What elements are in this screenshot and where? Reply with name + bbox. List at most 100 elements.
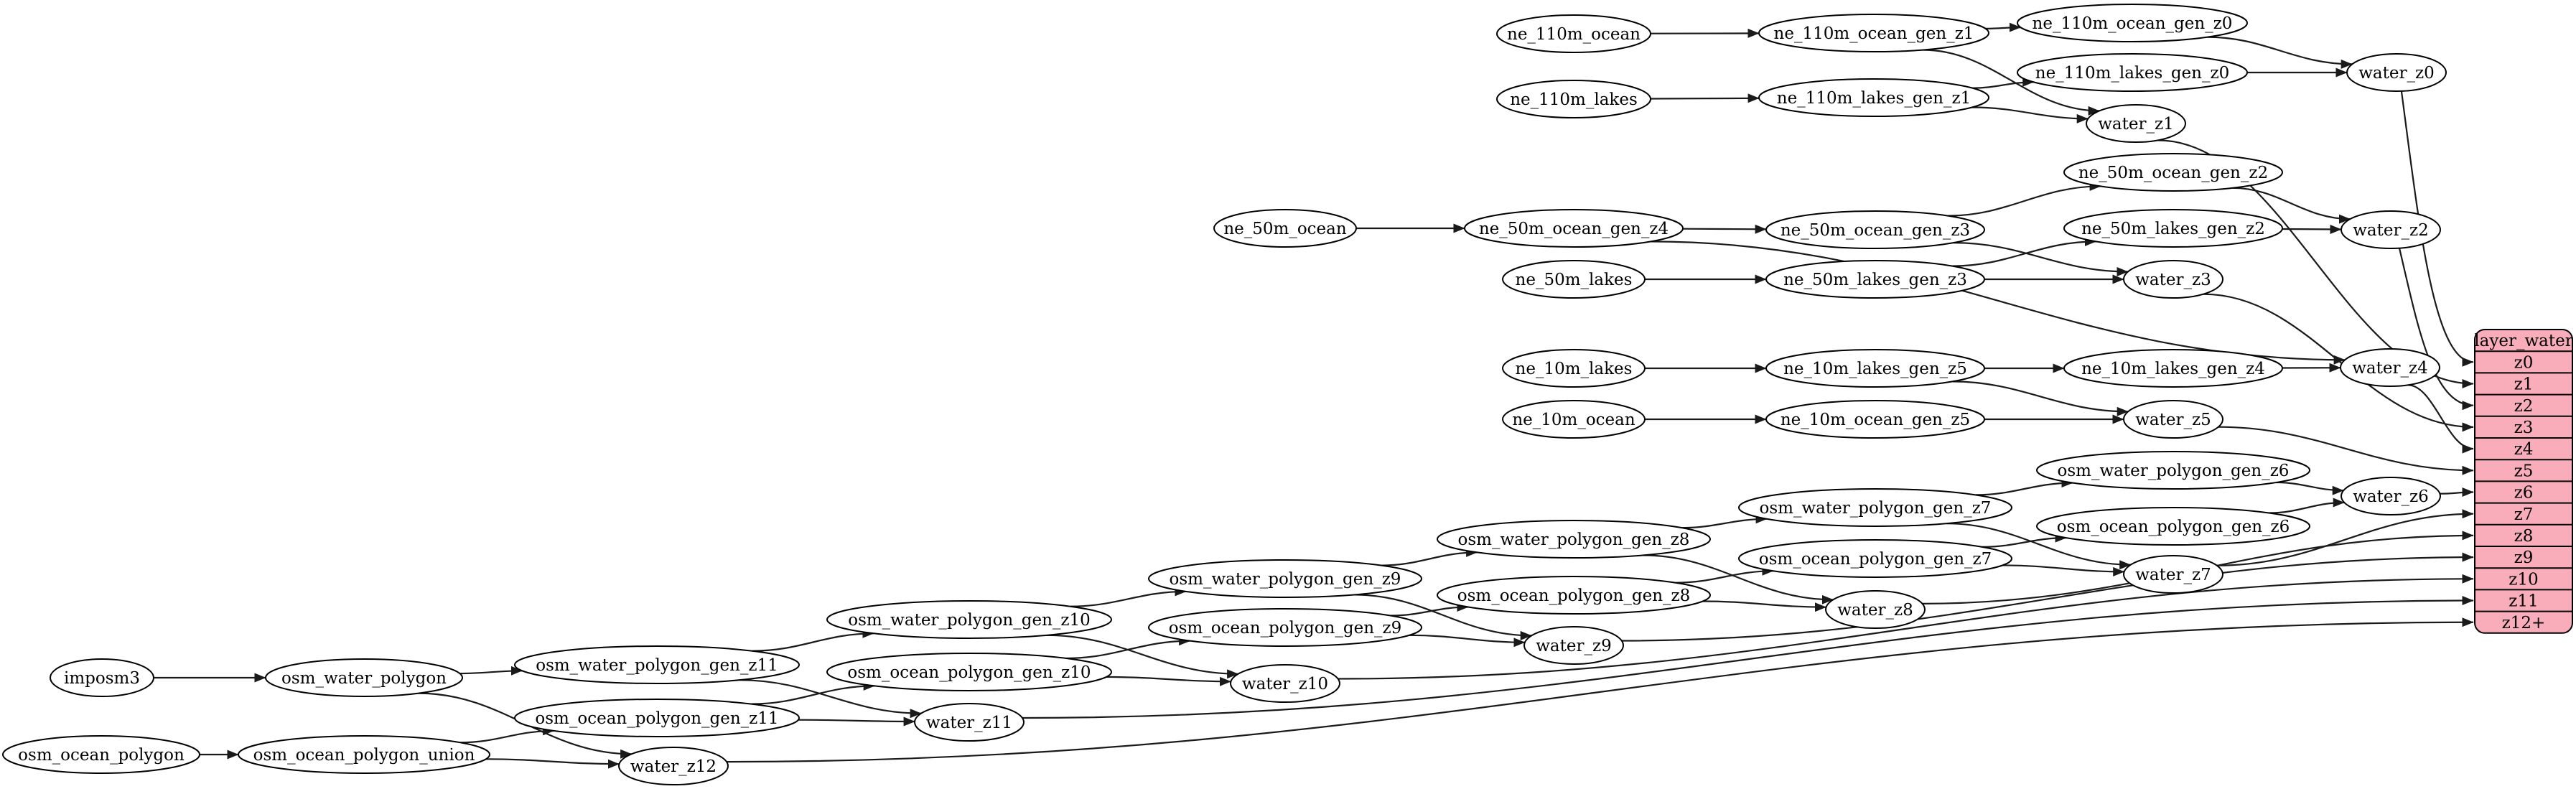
node-label: ne_110m_ocean bbox=[1507, 25, 1641, 44]
node-osm_ocean_polygon_union: osm_ocean_polygon_union bbox=[238, 735, 490, 774]
node-osm_water_polygon_gen_z11: osm_water_polygon_gen_z11 bbox=[514, 645, 800, 684]
node-label: osm_water_polygon_gen_z8 bbox=[1458, 531, 1690, 549]
node-water_z3: water_z3 bbox=[2123, 260, 2223, 299]
node-label: water_z6 bbox=[2353, 487, 2429, 506]
node-ellipse bbox=[2017, 53, 2248, 92]
node-label: water_z8 bbox=[1837, 601, 1913, 620]
table-row-z1: z1 bbox=[2514, 375, 2534, 394]
edge-osm_ocean_polygon_gen_z7-to-water_z7 bbox=[2002, 564, 2125, 576]
node-ellipse bbox=[1523, 626, 1624, 665]
node-osm_water_polygon_gen_z8: osm_water_polygon_gen_z8 bbox=[1437, 520, 1711, 559]
edge-ne_50m_ocean_gen_z3-to-water_z3 bbox=[1953, 242, 2129, 276]
node-ne_110m_ocean_gen_z0: ne_110m_ocean_gen_z0 bbox=[2017, 4, 2248, 42]
table-row-z3: z3 bbox=[2514, 419, 2534, 437]
node-water_z1: water_z1 bbox=[2086, 104, 2186, 143]
node-ne_10m_ocean_gen_z5: ne_10m_ocean_gen_z5 bbox=[1765, 400, 1985, 439]
edge-osm_ocean_polygon_gen_z7-to-osm_ocean_polygon_gen_z6 bbox=[1982, 533, 2067, 548]
node-ellipse bbox=[914, 703, 1025, 742]
node-label: ne_110m_lakes_gen_z0 bbox=[2035, 64, 2229, 83]
edge-osm_ocean_polygon_union-to-osm_ocean_polygon_gen_z11 bbox=[459, 726, 555, 744]
node-water_z2: water_z2 bbox=[2341, 210, 2441, 249]
node-ne_50m_lakes_gen_z2: ne_50m_lakes_gen_z2 bbox=[2063, 209, 2283, 248]
node-water_z7: water_z7 bbox=[2123, 555, 2223, 594]
node-label: ne_10m_lakes bbox=[1516, 360, 1633, 378]
table-row-z0: z0 bbox=[2514, 353, 2534, 372]
node-ellipse bbox=[1825, 590, 1926, 629]
edge-osm_ocean_polygon_gen_z10-to-water_z10 bbox=[1106, 676, 1231, 686]
node-ellipse bbox=[2340, 348, 2440, 387]
node-ellipse bbox=[1765, 210, 1985, 249]
node-label: ne_10m_ocean_gen_z5 bbox=[1781, 411, 1970, 429]
edge-osm_ocean_polygon_gen_z10-to-osm_ocean_polygon_gen_z9 bbox=[1065, 636, 1191, 660]
node-osm_ocean_polygon_gen_z11: osm_ocean_polygon_gen_z11 bbox=[514, 699, 800, 737]
node-label: ne_110m_lakes_gen_z1 bbox=[1777, 89, 1971, 108]
edge-osm_water_polygon_gen_z8-to-water_z8 bbox=[1643, 554, 1834, 604]
edge-osm_ocean_polygon_gen_z11-to-osm_ocean_polygon_gen_z10 bbox=[751, 681, 875, 705]
node-label: osm_ocean_polygon_gen_z8 bbox=[1457, 587, 1691, 605]
edge-osm_water_polygon-to-osm_water_polygon_gen_z11 bbox=[459, 666, 523, 676]
node-ne_110m_lakes: ne_110m_lakes bbox=[1496, 80, 1651, 118]
node-osm_water_polygon_gen_z10: osm_water_polygon_gen_z10 bbox=[826, 600, 1112, 639]
node-water_z10: water_z10 bbox=[1230, 664, 1340, 703]
node-ellipse bbox=[618, 747, 729, 785]
edge-osm_ocean_polygon_union-to-water_z12 bbox=[485, 758, 620, 769]
node-ellipse bbox=[514, 699, 800, 737]
node-label: osm_ocean_polygon_gen_z6 bbox=[2057, 518, 2290, 536]
node-osm_ocean_polygon_gen_z10: osm_ocean_polygon_gen_z10 bbox=[826, 653, 1112, 691]
node-osm_ocean_polygon_gen_z6: osm_ocean_polygon_gen_z6 bbox=[2036, 507, 2310, 546]
edge-ne_110m_ocean_gen_z1-to-water_z1 bbox=[1923, 49, 2100, 116]
node-label: water_z10 bbox=[1242, 675, 1328, 694]
node-label: ne_50m_lakes_gen_z3 bbox=[1783, 271, 1967, 289]
node-water_z0: water_z0 bbox=[2346, 53, 2447, 92]
edge-ne_50m_ocean_gen_z4-to-ne_50m_ocean_gen_z3 bbox=[1682, 224, 1767, 234]
edge-ne_50m_ocean_gen_z4-to-water_z4 bbox=[1651, 241, 2346, 365]
node-ne_110m_lakes_gen_z0: ne_110m_lakes_gen_z0 bbox=[2017, 53, 2248, 92]
edge-water_z10-to-z10 bbox=[1338, 574, 2474, 680]
edge-osm_water_polygon_gen_z7-to-osm_water_polygon_gen_z6 bbox=[1976, 478, 2073, 496]
node-label: osm_ocean_polygon_gen_z7 bbox=[1759, 550, 1992, 569]
edge-water_z5-to-z5 bbox=[2218, 426, 2474, 475]
node-label: osm_water_polygon_gen_z10 bbox=[848, 611, 1091, 630]
node-ellipse bbox=[1437, 520, 1711, 559]
node-ne_50m_ocean_gen_z3: ne_50m_ocean_gen_z3 bbox=[1765, 210, 1985, 249]
node-ne_10m_lakes_gen_z5: ne_10m_lakes_gen_z5 bbox=[1765, 349, 1985, 388]
edge-osm_water_polygon_gen_z11-to-osm_water_polygon_gen_z10 bbox=[752, 628, 874, 652]
edge-ne_110m_ocean_gen_z1-to-ne_110m_ocean_gen_z0 bbox=[1985, 22, 2021, 32]
edge-osm_water_polygon_gen_z10-to-water_z10 bbox=[1046, 634, 1239, 679]
node-ne_10m_lakes: ne_10m_lakes bbox=[1502, 349, 1646, 388]
node-label: osm_ocean_polygon_union bbox=[253, 746, 475, 765]
node-osm_ocean_polygon_gen_z9: osm_ocean_polygon_gen_z9 bbox=[1148, 608, 1422, 647]
node-osm_ocean_polygon: osm_ocean_polygon bbox=[2, 735, 200, 774]
table-row-z12+: z12+ bbox=[2502, 614, 2546, 632]
node-label: osm_water_polygon_gen_z11 bbox=[536, 656, 778, 675]
node-osm_water_polygon_gen_z9: osm_water_polygon_gen_z9 bbox=[1148, 559, 1422, 598]
edge-ne_110m_lakes_gen_z1-to-water_z1 bbox=[1971, 106, 2089, 123]
edge-ne_50m_ocean_gen_z3-to-ne_50m_ocean_gen_z2 bbox=[1947, 181, 2101, 217]
node-ellipse bbox=[2341, 477, 2441, 515]
node-ellipse bbox=[2341, 210, 2441, 249]
edge-osm_ocean_polygon_gen_z8-to-osm_ocean_polygon_gen_z7 bbox=[1676, 566, 1774, 584]
node-ne_10m_ocean: ne_10m_ocean bbox=[1502, 400, 1646, 439]
edge-ne_50m_lakes_gen_z2-to-water_z2 bbox=[2282, 224, 2342, 234]
edge-osm_ocean_polygon_gen_z6-to-water_z6 bbox=[2269, 498, 2345, 514]
node-water_z5: water_z5 bbox=[2123, 400, 2223, 439]
edge-ne_10m_lakes_gen_z5-to-water_z5 bbox=[1952, 381, 2129, 416]
node-osm_water_polygon_gen_z7: osm_water_polygon_gen_z7 bbox=[1738, 488, 2012, 527]
node-label: ne_50m_lakes bbox=[1516, 271, 1633, 289]
node-label: water_z3 bbox=[2135, 271, 2211, 289]
node-ellipse bbox=[1765, 400, 1985, 439]
node-ellipse bbox=[1213, 209, 1357, 248]
edge-osm_ocean_polygon_gen_z9-to-water_z9 bbox=[1409, 634, 1526, 648]
table-row-z4: z4 bbox=[2514, 440, 2534, 459]
table-row-z6: z6 bbox=[2514, 484, 2534, 503]
edge-osm_water_polygon_gen_z11-to-water_z11 bbox=[739, 679, 922, 719]
node-label: ne_110m_lakes bbox=[1510, 90, 1638, 109]
node-label: osm_water_polygon bbox=[281, 669, 447, 688]
table-row-z7: z7 bbox=[2514, 505, 2534, 524]
edge-ne_50m_ocean_gen_z2-to-water_z2 bbox=[2232, 187, 2351, 224]
edge-water_z4-to-z4 bbox=[2407, 384, 2474, 454]
node-ellipse bbox=[1437, 576, 1711, 615]
node-ellipse bbox=[1496, 80, 1651, 118]
